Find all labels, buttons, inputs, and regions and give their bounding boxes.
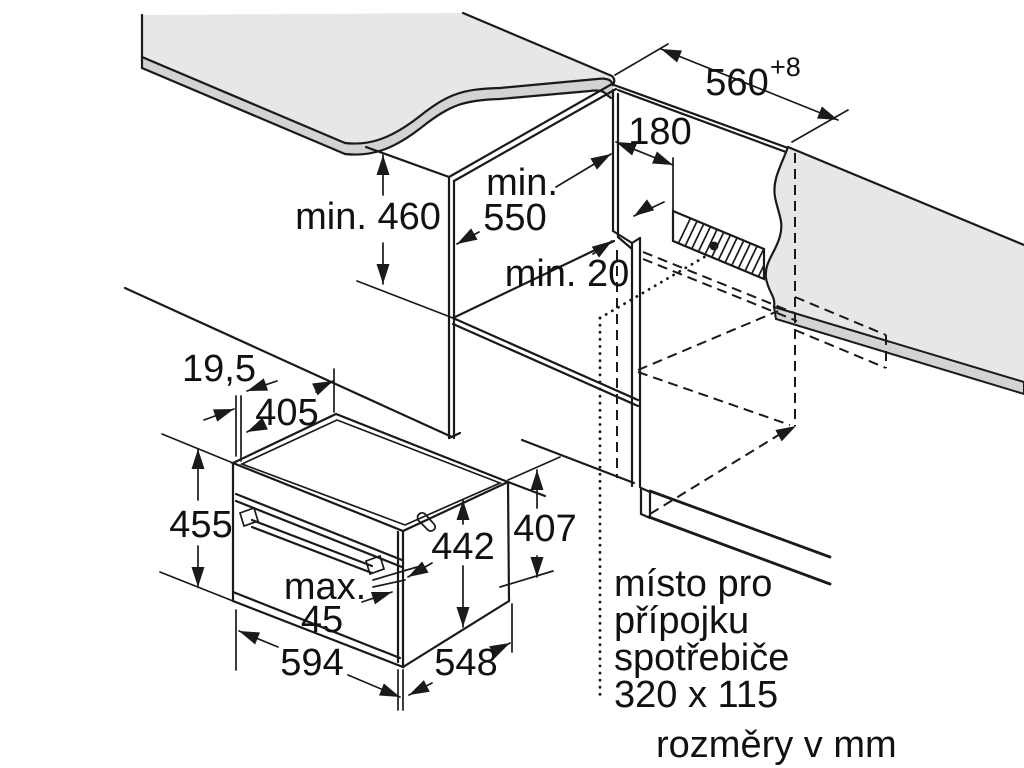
dim-548: 548 (434, 642, 497, 684)
units-note: rozměry v mm (656, 724, 897, 766)
dim-560: 560 (705, 62, 768, 104)
dim-min-460: min. 460 (295, 196, 441, 238)
floor-line (123, 286, 636, 498)
back-wall (764, 145, 1024, 396)
dim-180: 180 (628, 111, 691, 153)
note-line1: místo pro (614, 563, 772, 605)
dim-560-sup: +8 (770, 52, 801, 82)
dim-407: 407 (513, 508, 576, 550)
leader-arrow (775, 426, 796, 442)
dim-45: 45 (301, 599, 343, 641)
connection-space-dashed (616, 153, 887, 515)
dim-max: max. (284, 566, 366, 608)
oven (230, 412, 511, 669)
note-line2: přípojku (614, 600, 749, 642)
dim-min-550-a: min. (486, 162, 558, 204)
dim-455: 455 (169, 504, 232, 546)
note-line3: spotřebiče (614, 637, 789, 679)
cable-path-dotted (598, 254, 708, 699)
oven-handle (238, 506, 386, 576)
dim-594: 594 (280, 642, 343, 684)
dim-min-20: min. 20 (505, 253, 630, 295)
countertop (140, 11, 616, 156)
connection-point-dot (709, 241, 719, 251)
niche-top-edge (612, 83, 790, 154)
dim-19-5: 19,5 (182, 348, 256, 390)
note-line4: 320 x 115 (614, 674, 778, 716)
vent-hatch (671, 209, 766, 281)
side-handle-hole (416, 511, 437, 532)
arrowheads (191, 49, 838, 697)
dim-min-550-b: 550 (483, 197, 546, 239)
lower-cabinet (611, 229, 832, 586)
labels: min. 460 min. 550 min. 20 180 560 +8 19,… (169, 52, 896, 766)
dim-442: 442 (431, 526, 494, 568)
dim-405: 405 (255, 392, 318, 434)
niche-floor (356, 239, 640, 408)
